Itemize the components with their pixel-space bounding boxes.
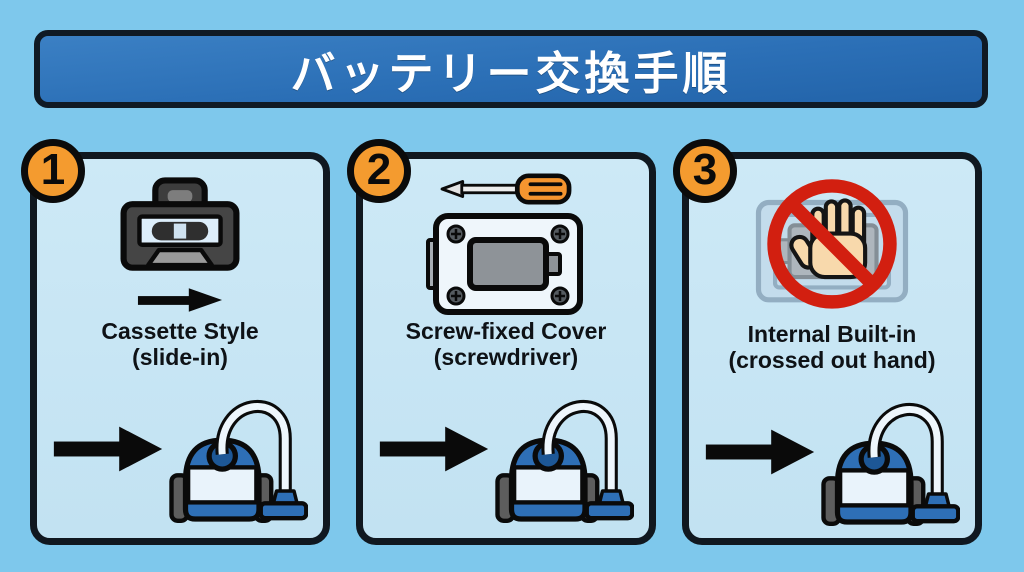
- panel-3-result-row: [689, 373, 975, 535]
- right-arrow-icon: [379, 427, 489, 472]
- screw-cover-battery-icon: [426, 213, 583, 315]
- panel-2-icon-area: [426, 173, 586, 316]
- cassette-battery-icon: [120, 177, 240, 271]
- step-3-badge: 3: [673, 139, 737, 203]
- panel-2-result-row: [363, 370, 649, 532]
- panel-internal-built-in: 3 Internal Built-in: [673, 139, 982, 545]
- vacuum-cleaner-icon: [495, 400, 634, 524]
- step-number: 3: [692, 145, 718, 194]
- panel-3-icon-area: [744, 173, 920, 319]
- no-touch-battery-icon: [755, 179, 909, 309]
- panel-1-result-row: [37, 370, 323, 532]
- panel-3-label-line2: (crossed out hand): [728, 347, 936, 374]
- panel-2-label-line2: (screwdriver): [433, 344, 579, 371]
- panel-1-label-line2: (slide-in): [132, 343, 228, 370]
- vacuum-cleaner-icon: [169, 399, 308, 523]
- vacuum-cleaner-icon: [821, 403, 960, 527]
- title-banner: バッテリー交換手順: [34, 30, 988, 108]
- screwdriver-icon: [440, 173, 572, 205]
- panel-cassette-style: 1 Cassette Style (slide-in): [21, 139, 330, 545]
- panel-2-label: Screw-fixed Cover (screwdriver): [406, 318, 607, 370]
- step-number: 1: [40, 145, 66, 194]
- panel-3-label: Internal Built-in (crossed out hand): [728, 321, 935, 373]
- step-1-badge: 1: [21, 139, 85, 203]
- panel-3-label-line1: Internal Built-in: [747, 321, 917, 347]
- step-2-badge: 2: [347, 139, 411, 203]
- slide-in-arrow-icon: [137, 288, 223, 312]
- panels-row: 1 Cassette Style (slide-in): [21, 139, 982, 545]
- panel-1-icon-area: [118, 173, 242, 316]
- panel-1-label: Cassette Style (slide-in): [101, 318, 258, 370]
- right-arrow-icon: [705, 430, 815, 475]
- step-number: 2: [366, 145, 392, 194]
- right-arrow-icon: [53, 426, 163, 472]
- panel-2-label-line1: Screw-fixed Cover: [405, 318, 607, 344]
- panel-1-label-line1: Cassette Style: [101, 317, 259, 344]
- page-title: バッテリー交換手順: [290, 47, 732, 99]
- panel-screw-fixed-cover: 2: [347, 139, 656, 545]
